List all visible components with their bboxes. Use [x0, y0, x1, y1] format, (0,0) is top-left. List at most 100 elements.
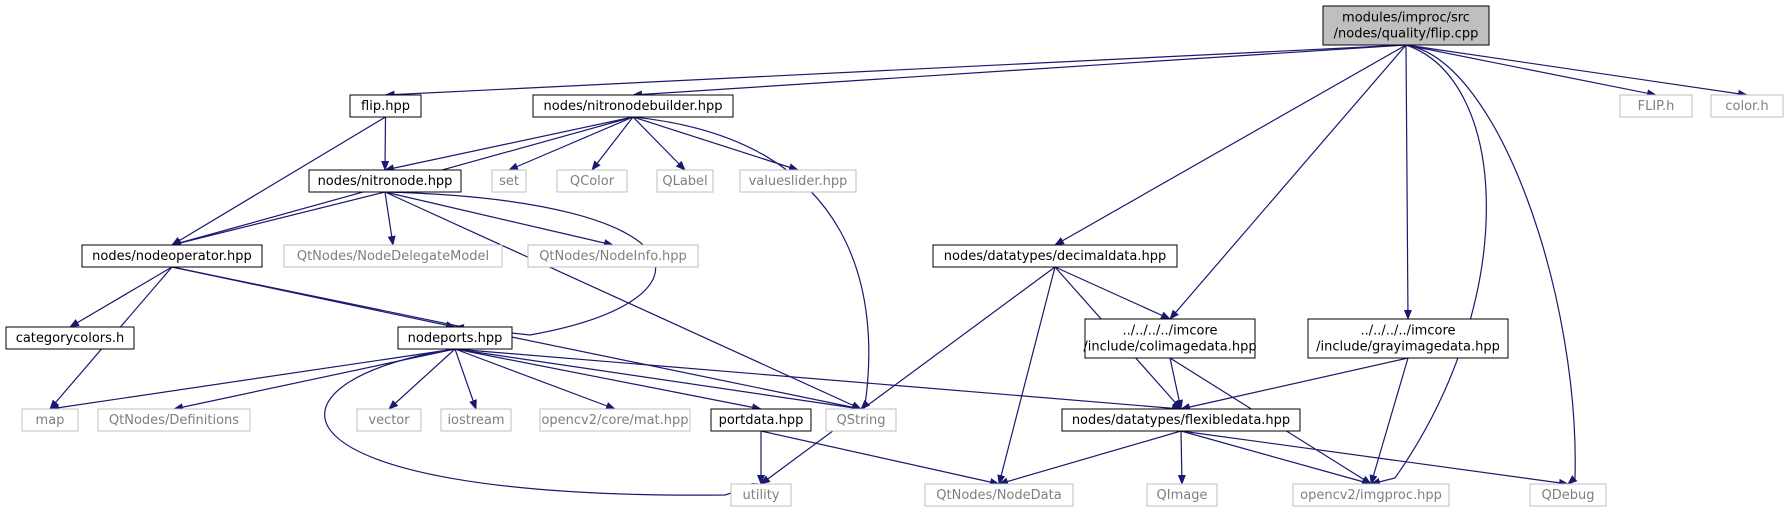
node-label-nodeports: nodeports.hpp [408, 331, 503, 346]
edge-nitronode-to-qstring [384, 191, 862, 410]
edge-nodeports-to-utility [324, 348, 762, 496]
node-label-portdata: portdata.hpp [719, 413, 804, 428]
node-box-color_h [1710, 94, 1784, 118]
node-portdata[interactable]: portdata.hpp [710, 408, 812, 432]
edge-nodeports-to-flexibledata [454, 348, 1182, 413]
node-qcolor: QColor [556, 169, 628, 193]
edge-portdata-to-nodedata [760, 430, 1000, 486]
node-label-flip_h: FLIP.h [1638, 99, 1675, 114]
node-box-flip_h [1619, 94, 1693, 118]
node-box-definitions [97, 408, 251, 432]
node-label-definitions: QtNodes/Definitions [109, 413, 239, 428]
node-box-portdata [710, 408, 812, 432]
node-label-color_h: color.h [1725, 99, 1768, 114]
node-colimagedata[interactable]: ../../../../imcore/include/colimagedata.… [1083, 318, 1257, 359]
node-imgproc: opencv2/imgproc.hpp [1292, 483, 1450, 507]
edge-nodeports-to-vector [388, 348, 456, 410]
node-label-flexibledata: nodes/datatypes/flexibledata.hpp [1072, 413, 1290, 428]
node-box-nodeoperator [81, 244, 263, 268]
node-box-nodeports [397, 326, 513, 350]
node-box-qlabel [656, 169, 714, 193]
node-flexibledata[interactable]: nodes/datatypes/flexibledata.hpp [1061, 408, 1301, 432]
node-label-qstring: QString [836, 413, 885, 428]
edge-nitronodebuilder-to-qcolor [591, 116, 634, 171]
node-label-flip_hpp: flip.hpp [361, 99, 410, 114]
edge-grayimagedata-to-imgproc [1369, 357, 1409, 485]
node-label-grayimagedata-line-2: /include/grayimagedata.hpp [1316, 340, 1500, 355]
node-set: set [491, 169, 527, 193]
edge-root-to-color_h [1405, 44, 1748, 98]
node-box-flexibledata [1061, 408, 1301, 432]
node-root[interactable]: modules/improc/src/nodes/quality/flip.cp… [1322, 5, 1490, 46]
node-label-matcore: opencv2/core/mat.hpp [541, 413, 688, 428]
node-flip_hpp[interactable]: flip.hpp [349, 94, 422, 118]
edge-nodeoperator-to-categorycolors [69, 266, 173, 328]
node-vector: vector [356, 408, 422, 432]
node-box-grayimagedata [1307, 318, 1509, 359]
node-flip_h: FLIP.h [1619, 94, 1693, 118]
node-qimage: QImage [1146, 483, 1218, 507]
node-nodeports[interactable]: nodeports.hpp [397, 326, 513, 350]
edge-flexibledata-to-qimage [1177, 430, 1186, 485]
node-label-nitronode: nodes/nitronode.hpp [318, 174, 453, 189]
node-valueslider: valueslider.hpp [739, 169, 857, 193]
node-label-qcolor: QColor [570, 174, 615, 189]
node-box-qstring [825, 408, 897, 432]
node-box-iostream [440, 408, 512, 432]
edge-nodeports-to-qstring [454, 348, 862, 412]
edge-root-to-qdebug [1405, 44, 1578, 485]
edge-nitronodebuilder-to-qlabel [632, 116, 686, 171]
node-label-root-line-1: modules/improc/src [1342, 11, 1470, 26]
edge-root-to-flip_h [1405, 44, 1657, 98]
node-utility: utility [730, 483, 792, 507]
node-qstring: QString [825, 408, 897, 432]
node-label-nodedata: QtNodes/NodeData [936, 488, 1061, 503]
node-iostream: iostream [440, 408, 512, 432]
node-label-qimage: QImage [1157, 488, 1208, 503]
node-nitronode[interactable]: nodes/nitronode.hpp [308, 169, 462, 193]
node-label-nitronodebuilder: nodes/nitronodebuilder.hpp [544, 99, 723, 114]
edge-nitronodebuilder-to-set [508, 116, 634, 171]
node-label-nodeoperator: nodes/nodeoperator.hpp [92, 249, 252, 264]
edge-nitronode-to-delegatemodel [384, 191, 396, 246]
node-box-set [491, 169, 527, 193]
node-box-nitronodebuilder [532, 94, 734, 118]
node-nodedata: QtNodes/NodeData [924, 483, 1074, 507]
node-box-root [1322, 5, 1490, 46]
edge-flexibledata-to-imgproc [1180, 430, 1372, 486]
node-qlabel: QLabel [656, 169, 714, 193]
node-qdebug: QDebug [1529, 483, 1607, 507]
edge-nitronode-to-nodeoperator [171, 191, 386, 247]
edge-nodeoperator-to-qstring [171, 266, 862, 412]
node-label-vector: vector [368, 413, 410, 428]
edge-nodeports-to-definitions [173, 348, 456, 412]
node-box-vector [356, 408, 422, 432]
node-box-nodedata [924, 483, 1074, 507]
node-box-qimage [1146, 483, 1218, 507]
node-nitronodebuilder[interactable]: nodes/nitronodebuilder.hpp [532, 94, 734, 118]
node-label-decimaldata: nodes/datatypes/decimaldata.hpp [944, 249, 1166, 264]
node-nodeoperator[interactable]: nodes/nodeoperator.hpp [81, 244, 263, 268]
node-label-colimagedata-line-2: /include/colimagedata.hpp [1083, 340, 1256, 355]
node-grayimagedata[interactable]: ../../../../imcore/include/grayimagedata… [1307, 318, 1509, 359]
edge-flip_hpp-to-nitronode [381, 116, 390, 171]
node-color_h: color.h [1710, 94, 1784, 118]
edge-nitronodebuilder-to-nitronode [384, 116, 634, 173]
node-box-imgproc [1292, 483, 1450, 507]
edge-root-to-colimagedata [1169, 44, 1407, 320]
node-box-nitronode [308, 169, 462, 193]
edge-nodeports-to-matcore [454, 348, 616, 410]
edge-root-to-grayimagedata [1403, 44, 1412, 320]
nodes-layer: modules/improc/src/nodes/quality/flip.cp… [5, 5, 1784, 507]
node-label-utility: utility [743, 488, 780, 503]
node-label-grayimagedata-line-1: ../../../../imcore [1360, 324, 1455, 339]
node-decimaldata[interactable]: nodes/datatypes/decimaldata.hpp [932, 244, 1178, 268]
edge-decimaldata-to-nodedata [997, 266, 1056, 485]
node-box-categorycolors [5, 326, 135, 350]
node-delegatemodel: QtNodes/NodeDelegateModel [283, 244, 503, 268]
node-box-qdebug [1529, 483, 1607, 507]
node-box-decimaldata [932, 244, 1178, 268]
node-categorycolors[interactable]: categorycolors.h [5, 326, 135, 350]
edge-colimagedata-to-flexibledata [1169, 357, 1184, 410]
edge-nitronodebuilder-to-qstring [632, 116, 871, 410]
